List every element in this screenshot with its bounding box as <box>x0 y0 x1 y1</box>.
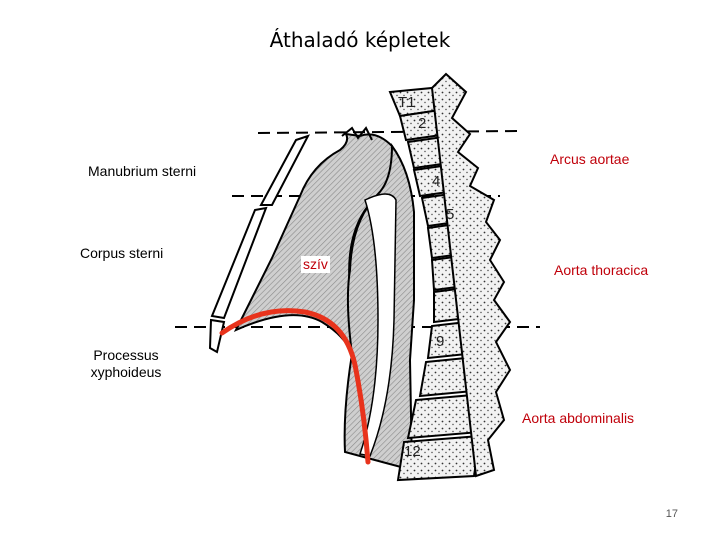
vertebra-label-t1: T1 <box>398 94 416 111</box>
vertebra-label-4: 4 <box>432 173 440 190</box>
vertebra-label-9: 9 <box>436 333 444 350</box>
vertebra-label-12: 12 <box>404 443 421 460</box>
label-aorta-abdominalis: Aorta abdominalis <box>522 410 635 426</box>
label-aorta-thoracica: Aorta thoracica <box>554 262 649 278</box>
sternum <box>208 134 311 354</box>
label-sziv: szív <box>301 256 330 273</box>
label-processus-xyphoideus: Processus xyphoideus <box>90 347 162 380</box>
label-arcus-aortae: Arcus aortae <box>550 151 630 167</box>
slide-title: Áthaladó képletek <box>269 28 451 52</box>
label-corpus-sterni: Corpus sterni <box>80 245 164 261</box>
aorta-red-curve <box>219 308 371 465</box>
vertebra-label-2: 2 <box>418 115 426 132</box>
dashed-level-line-1 <box>257 130 521 134</box>
heart-aorta-silhouette <box>233 126 415 472</box>
vertebral-column <box>388 72 512 482</box>
vertebra-label-5: 5 <box>446 206 454 223</box>
label-manubrium-sterni: Manubrium sterni <box>88 163 197 179</box>
page-number: 17 <box>665 508 678 520</box>
